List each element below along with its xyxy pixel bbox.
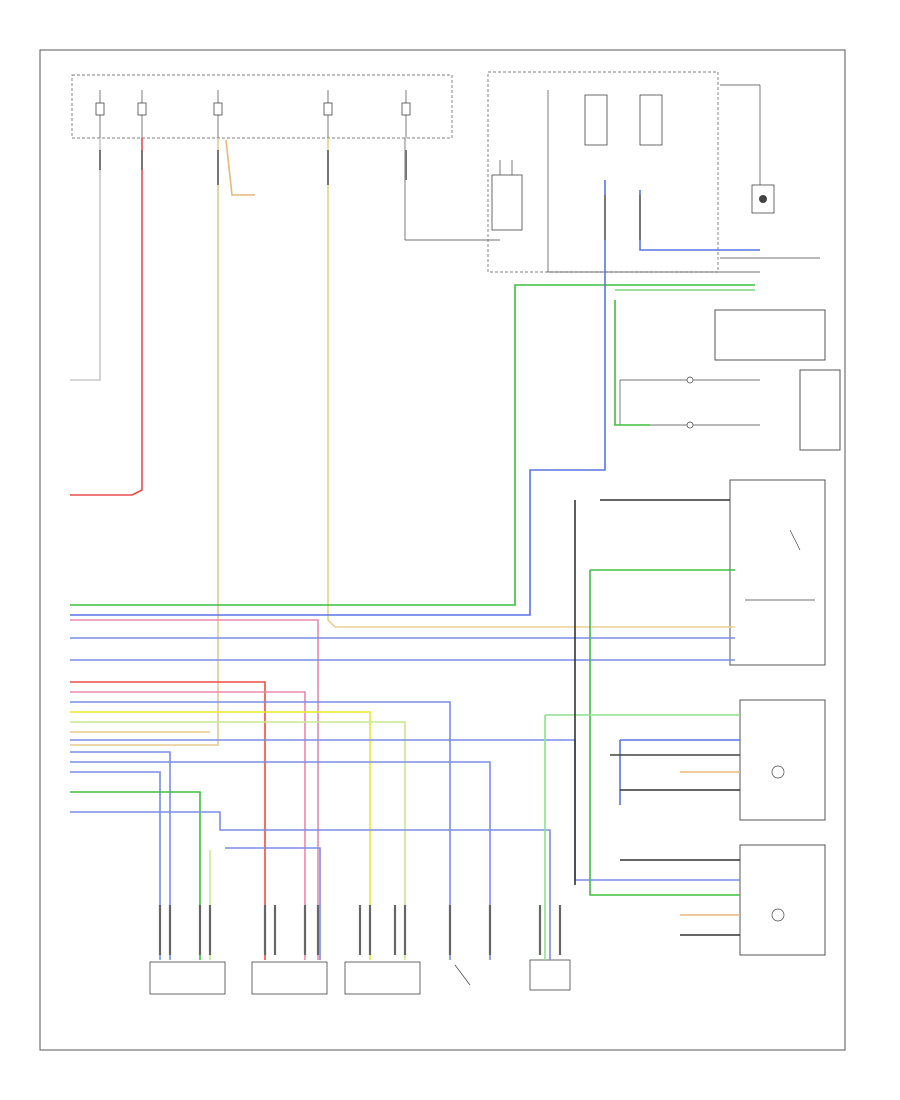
relay-junction-box [487,71,820,273]
fuse-box [71,74,453,139]
bulb-icon [771,765,785,779]
fuse-5 [401,90,411,138]
switch-block [404,138,523,241]
actuator-1 [149,961,226,995]
fuse-2 [137,90,147,138]
actuator-2 [251,961,328,995]
bulb-icon-2 [771,908,785,922]
page-frame [39,49,846,1051]
ac-control-unit [714,309,841,451]
bottom-connectors [158,905,562,955]
fuse-4 [323,90,333,138]
bottom-actuators [149,959,571,995]
blower-motor-box [529,959,571,991]
fuse-3 [213,90,223,138]
rear-control-switches [739,699,826,956]
pressure-switch-group [619,376,760,429]
fuse-1 [95,90,105,138]
actuator-3 [344,961,421,995]
blower-control-module [729,479,826,666]
compressor-clutch-icon [759,195,767,203]
top-connectors [99,150,641,240]
